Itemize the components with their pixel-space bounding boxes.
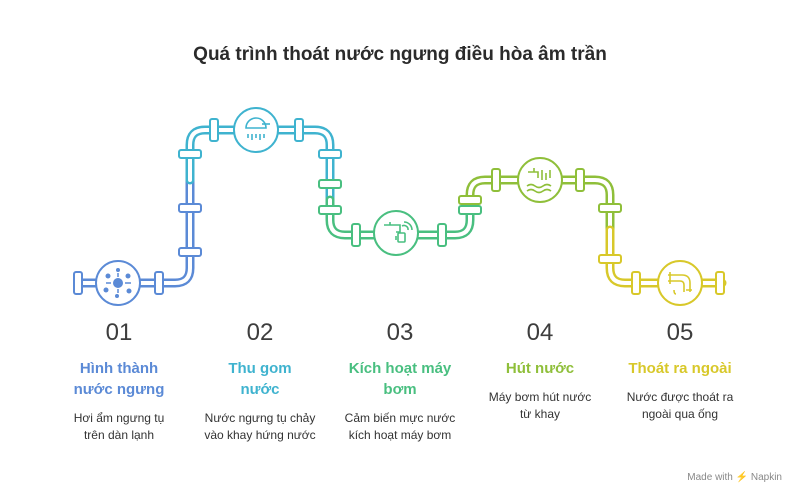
faucet-sensor-icon [373,210,419,256]
water-pump-icon [517,157,563,203]
step-title: Hút nước [505,360,575,377]
step-number: 03 [386,319,414,346]
page-title: Quá trình thoát nước ngưng điều hòa âm t… [193,44,607,65]
step-number: 01 [105,319,133,346]
pipe-outlet-icon [657,260,703,306]
pipe-end-right [715,271,725,295]
napkin-credit[interactable]: Made with ⚡ Napkin [687,472,782,483]
step-number: 04 [526,319,554,346]
splash-icon [95,260,141,306]
step-title: Thoát ra ngoài [628,360,732,377]
pipeline-diagram [73,107,727,306]
pipe-segment-1-inner [78,178,192,285]
step-number: 05 [666,319,694,346]
shower-icon [233,107,279,153]
step-number: 02 [246,319,274,346]
pipe-end-left [73,271,83,295]
